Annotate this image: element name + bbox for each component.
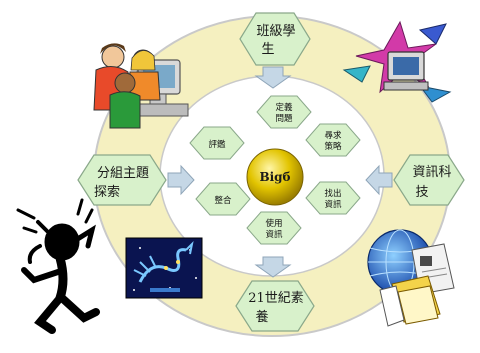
hex-find-info: 找出 資訊 [305, 181, 361, 215]
hex-evaluate-label: 評鑑 [208, 139, 226, 150]
hex-seek-strategy-line1: 尋求 [324, 130, 342, 141]
hex-bottom-21c: 21世紀素 養 [235, 280, 315, 332]
hex-integrate-label: 整合 [214, 195, 232, 206]
hex-evaluate: 評鑑 [189, 126, 245, 160]
hex-find-info-line1: 找出 [324, 188, 341, 199]
hex-right-it: 資訊科 技 [393, 154, 465, 206]
hex-define-problem-line2: 問題 [275, 114, 293, 124]
hex-seek-strategy-line2: 策略 [324, 141, 342, 152]
hex-top-line2: 生 [261, 42, 274, 57]
hex-left-group-explore: 分組主題 探索 [77, 154, 167, 206]
hex-use-info: 使用 資訊 [246, 211, 302, 245]
worried-person-clipart [16, 198, 100, 334]
students-at-computer-clipart [93, 43, 189, 129]
arrow-right [365, 164, 393, 196]
hex-define-problem-line1: 定義 [275, 102, 293, 113]
hex-find-info-line2: 資訊 [324, 199, 342, 210]
hex-left-line2: 探索 [94, 185, 120, 200]
hex-top-line1: 班級學 [256, 24, 295, 39]
hex-right-line1: 資訊科 [412, 165, 451, 180]
hex-top-students: 班級學 生 [239, 12, 311, 66]
hex-seek-strategy: 尋求 策略 [305, 123, 361, 157]
hex-use-info-line2: 資訊 [265, 229, 283, 240]
center-label: Bigб [259, 170, 290, 184]
arrow-bottom [254, 256, 292, 278]
hex-bottom-line2: 養 [255, 309, 268, 325]
hex-bottom-line1: 21世紀素 [248, 291, 304, 306]
hex-use-info-line1: 使用 [265, 218, 282, 229]
hex-define-problem: 定義 問題 [256, 95, 312, 129]
arrow-top [254, 66, 292, 89]
hex-integrate: 整合 [195, 182, 251, 216]
arrow-left [167, 164, 195, 196]
hex-left-line1: 分組主題 [97, 166, 149, 181]
center-node: Bigб [246, 148, 304, 206]
computer-star-clipart [342, 20, 452, 103]
hex-right-line2: 技 [415, 185, 428, 200]
globe-documents-clipart [367, 229, 455, 327]
scorpio-zodiac-clipart [125, 237, 203, 299]
